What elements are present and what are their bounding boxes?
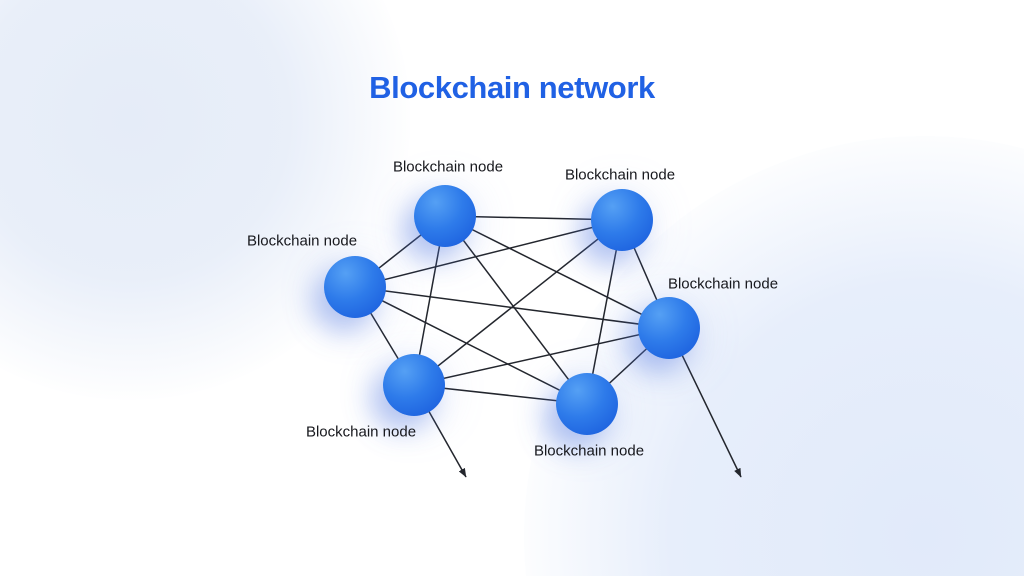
blockchain-node (556, 373, 618, 435)
node-label: Blockchain node (392, 158, 504, 176)
slide-title: Blockchain network (369, 70, 655, 105)
node-label: Blockchain node (305, 423, 417, 441)
node-label: Blockchain node (533, 442, 645, 460)
node-label: Blockchain node (246, 232, 358, 250)
blockchain-node (383, 354, 445, 416)
blockchain-node (591, 189, 653, 251)
blockchain-node (638, 297, 700, 359)
node-label: Blockchain node (667, 275, 779, 293)
blockchain-node (324, 256, 386, 318)
node-label: Blockchain node (564, 166, 676, 184)
blockchain-node (414, 185, 476, 247)
